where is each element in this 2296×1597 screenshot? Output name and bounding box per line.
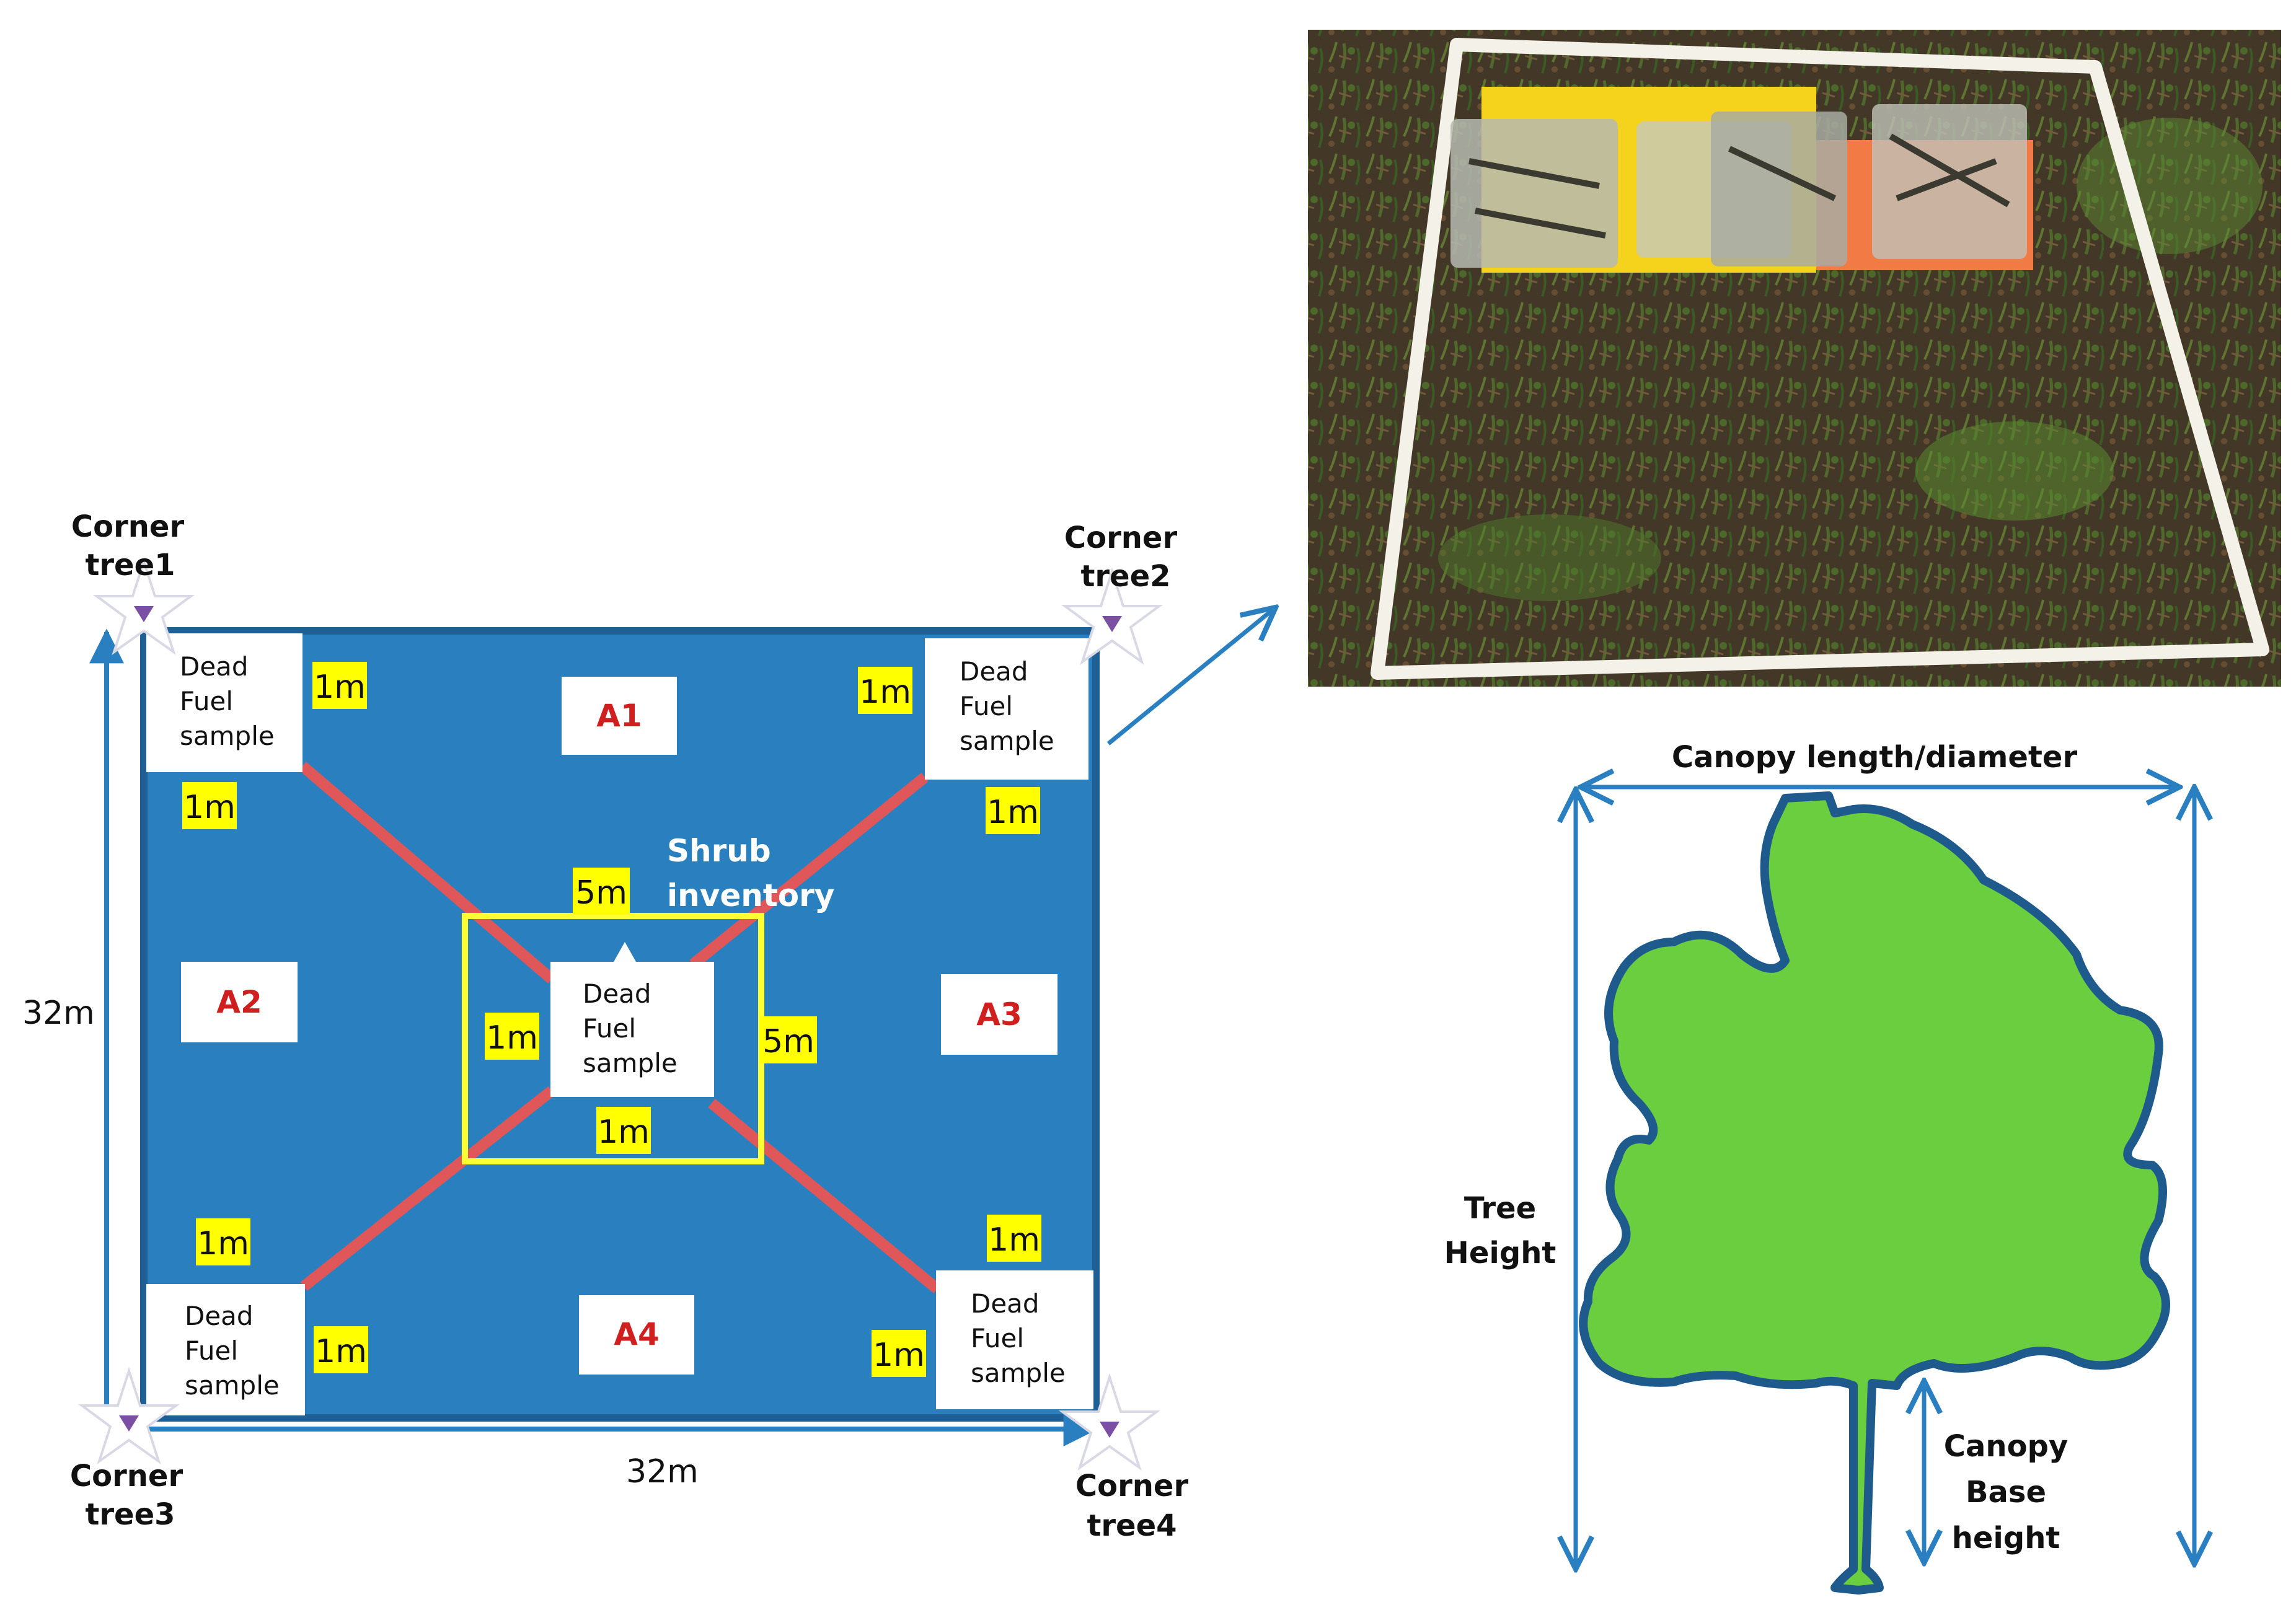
canopy-base-line3: height [1952, 1521, 2060, 1555]
sample-se-line2: Fuel [971, 1323, 1024, 1353]
sample-nw-line1: Dead [180, 651, 249, 682]
canopy-base-line1: Canopy [1944, 1429, 2068, 1464]
svg-text:5m: 5m [762, 1023, 815, 1060]
corner-tree2-line1: Corner [1064, 521, 1178, 555]
tag-1m-ne-below: 1m [986, 787, 1040, 834]
corner-tree4-marker-icon [1058, 1373, 1161, 1471]
sample-ne-line1: Dead [960, 656, 1028, 687]
corner-tree4-line2: tree4 [1087, 1508, 1177, 1543]
diagonal-ne [689, 772, 929, 969]
area-a1: A1 [562, 677, 677, 755]
area-a4: A4 [579, 1295, 694, 1375]
svg-text:1m: 1m [859, 674, 911, 711]
tag-5m-right: 5m [760, 1016, 817, 1063]
corner-tree1-line1: Corner [71, 509, 185, 544]
tag-1m-center-bottom: 1m [596, 1107, 651, 1154]
svg-text:1m: 1m [598, 1114, 650, 1151]
svg-text:1m: 1m [486, 1019, 538, 1057]
tag-1m-sw-right: 1m [314, 1326, 368, 1373]
sample-box-se: Dead Fuel sample [936, 1270, 1093, 1409]
sample-center-line1: Dead [583, 979, 651, 1009]
corner-tree2-marker-icon [1061, 567, 1163, 666]
area-a2: A2 [181, 962, 298, 1042]
bottom-dimension-label: 32m [626, 1453, 699, 1490]
shrub-inventory-line1: Shrub [667, 833, 771, 869]
sample-sw-line2: Fuel [185, 1335, 238, 1366]
sample-center-line2: Fuel [583, 1013, 636, 1044]
svg-text:5m: 5m [575, 874, 627, 912]
photo-pointer-arrow [1106, 607, 1276, 746]
sample-box-center: Dead Fuel sample [550, 942, 714, 1097]
area-a4-label: A4 [614, 1316, 660, 1352]
svg-text:1m: 1m [314, 669, 366, 706]
tag-5m-top: 5m [573, 868, 630, 915]
tag-1m-nw-below: 1m [182, 782, 237, 829]
canopy-length-label: Canopy length/diameter [1672, 740, 2078, 775]
corner-tree3-marker-icon [77, 1366, 180, 1465]
area-a1-label: A1 [596, 698, 642, 734]
tree-height-line2: Height [1444, 1236, 1556, 1270]
tag-1m-center-left: 1m [485, 1013, 539, 1060]
tag-1m-se-left: 1m [872, 1330, 926, 1377]
sample-sw-line3: sample [185, 1370, 280, 1401]
corner-tree1-marker-icon [92, 557, 195, 656]
svg-text:1m: 1m [873, 1337, 925, 1374]
tag-1m-sw-above: 1m [196, 1218, 250, 1265]
corner-tree3-line2: tree3 [85, 1497, 175, 1532]
svg-text:1m: 1m [988, 1221, 1040, 1259]
tag-1m-ne-left: 1m [858, 667, 912, 714]
diagonal-nw [299, 762, 555, 983]
tree-height-line1: Tree [1464, 1191, 1536, 1226]
sample-nw-line2: Fuel [180, 686, 233, 716]
tag-1m-nw-right: 1m [312, 662, 367, 709]
sample-box-nw: Dead Fuel sample [146, 633, 302, 772]
sample-center-line3: sample [583, 1048, 678, 1078]
sample-se-line3: sample [971, 1358, 1066, 1388]
sample-box-sw: Dead Fuel sample [146, 1284, 305, 1415]
corner-tree2-line2: tree2 [1080, 559, 1170, 594]
tag-1m-se-above: 1m [987, 1215, 1041, 1262]
tree-diagram: Canopy length/diameter Tree Height Canop… [1444, 740, 2194, 1595]
tree-canopy [1579, 791, 2171, 1595]
corner-tree1-line2: tree1 [85, 548, 175, 583]
svg-text:1m: 1m [183, 789, 236, 826]
svg-text:1m: 1m [197, 1225, 249, 1262]
area-a3-label: A3 [976, 996, 1022, 1032]
corner-tree3-line1: Corner [70, 1459, 183, 1494]
diagonal-se [708, 1099, 941, 1293]
svg-text:1m: 1m [315, 1333, 367, 1370]
corner-tree4-line1: Corner [1075, 1469, 1189, 1503]
sample-se-line1: Dead [971, 1288, 1040, 1319]
canopy-base-line2: Base [1966, 1475, 2046, 1510]
shrub-inventory-line2: inventory [667, 878, 834, 913]
area-a3: A3 [941, 974, 1057, 1055]
sample-nw-line3: sample [180, 721, 275, 751]
area-a2-label: A2 [216, 984, 262, 1020]
plot-diagram: Dead Fuel sample Dead Fuel sample Dead F… [22, 509, 1276, 1543]
diagonal-sw [300, 1086, 555, 1291]
diagonal-transects [299, 762, 941, 1293]
side-dimension-label: 32m [22, 995, 95, 1032]
svg-text:1m: 1m [987, 794, 1039, 831]
sample-sw-line1: Dead [185, 1301, 254, 1331]
sample-box-ne: Dead Fuel sample [925, 638, 1088, 780]
sample-ne-line2: Fuel [960, 691, 1013, 721]
sample-ne-line3: sample [960, 726, 1054, 756]
quadrat-photo-icon [1308, 30, 2281, 687]
